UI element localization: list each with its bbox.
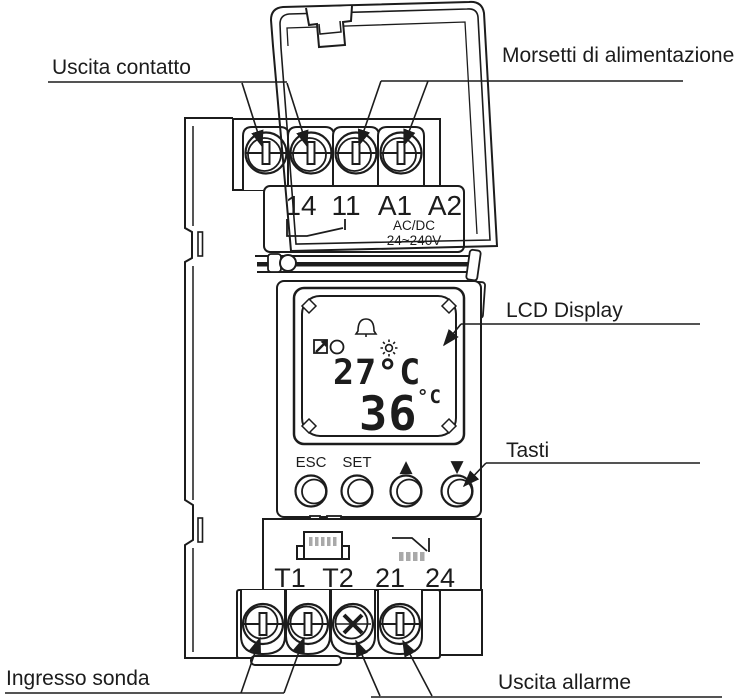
lcd-display: 27°C 36 °C: [292, 286, 466, 446]
open-cover: [269, 0, 499, 253]
up-button: [389, 474, 423, 508]
set-button-label: SET: [342, 454, 371, 471]
up-arrow-icon: ▲: [399, 457, 413, 477]
terminal-marking-plate: 14 11 A1 A2 AC/DC 24~240V: [263, 185, 465, 253]
bottom-terminal-screw-2: [286, 602, 330, 646]
terminal-label-14: 14: [285, 190, 316, 221]
output-state-icon: [313, 339, 345, 355]
lcd-temp-measured: 36: [359, 387, 418, 442]
bottom-terminal-screw-3: [331, 602, 375, 646]
esc-button: [294, 474, 328, 508]
set-button: [340, 474, 374, 508]
terminal-label-t2: T2: [322, 563, 354, 593]
callout-uscita-contatto: Uscita contatto: [52, 56, 191, 79]
callout-tasti: Tasti: [506, 439, 549, 462]
terminal-label-a1: A1: [378, 190, 412, 221]
terminal-label-21: 21: [375, 563, 405, 593]
relay-contact-symbol: [286, 219, 346, 237]
terminal-label-11: 11: [331, 190, 360, 221]
callout-morsetti-alimentazione: Morsetti di alimentazione: [502, 44, 734, 67]
lcd-corner-ornament: [300, 417, 318, 435]
terminal-label-24: 24: [425, 563, 455, 593]
lcd-temp-measured-unit: °C: [417, 386, 442, 408]
device-body: 14 11 A1 A2 AC/DC 24~240V: [184, 117, 486, 666]
leader-lines: [5, 80, 722, 698]
callout-lcd-display: LCD Display: [506, 299, 623, 322]
lcd-corner-ornament: [300, 297, 318, 315]
esc-button-label: ESC: [296, 454, 327, 471]
din-rail-profile: [184, 117, 253, 659]
top-terminal-screw-4: [379, 131, 423, 175]
lcd-corner-ornament: [440, 297, 458, 315]
sun-icon: [380, 339, 398, 357]
down-button: [440, 474, 474, 508]
probe-connector-icon: [296, 531, 350, 560]
bottom-terminal-screw-1: [241, 602, 285, 646]
top-terminal-screw-2: [289, 131, 333, 175]
terminal-label-a2: A2: [428, 190, 462, 221]
lcd-temp-setpoint: 27°C: [333, 353, 421, 393]
callout-uscita-allarme: Uscita allarme: [498, 671, 631, 694]
lower-body: T1 T2 21 24: [262, 518, 482, 593]
terminal-label-t1: T1: [274, 563, 306, 593]
alarm-contact-icon: [392, 537, 430, 561]
callouts: Uscita contatto Morsetti di alimentazion…: [5, 44, 734, 698]
callout-ingresso-sonda: Ingresso sonda: [6, 667, 150, 690]
cover-latch: [305, 5, 353, 49]
alarm-bell-icon: [354, 318, 378, 337]
supply-voltage-label: 24~240V: [387, 233, 441, 248]
supply-type-label: AC/DC: [393, 218, 435, 233]
front-panel: 27°C 36 °C ESC SET ▲ ▼: [276, 280, 482, 524]
bottom-terminal-screw-4: [378, 602, 422, 646]
bottom-terminal-block: [236, 589, 483, 666]
keypad: ESC SET ▲ ▼: [294, 454, 474, 508]
down-arrow-icon: ▼: [450, 457, 464, 477]
lcd-corner-ornament: [440, 417, 458, 435]
top-terminal-screw-3: [334, 131, 378, 175]
